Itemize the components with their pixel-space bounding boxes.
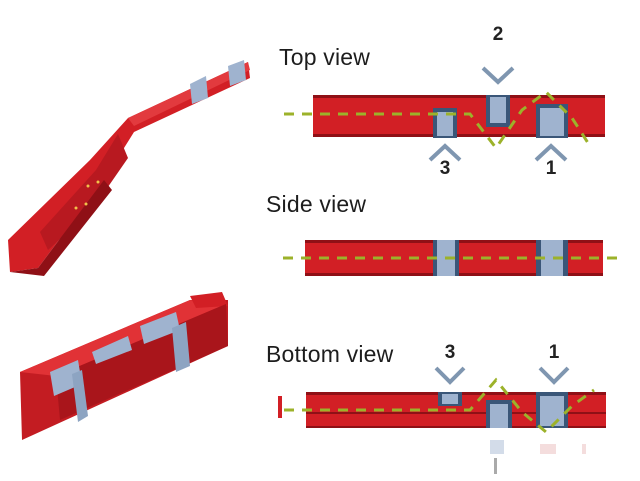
bottom-view-title: Bottom view — [266, 341, 394, 367]
top-view-title: Top view — [279, 44, 371, 70]
rail-3d-model-lower — [20, 292, 228, 440]
bottom-view-centerline — [284, 377, 595, 435]
bottom-view-ghost-marks — [490, 440, 586, 474]
bottom-marker-number: 1 — [548, 342, 560, 363]
chevron-down-icon — [481, 66, 515, 85]
top-view-beam — [313, 95, 605, 138]
top-marker-number: 2 — [492, 24, 504, 45]
chevron-up-icon — [534, 143, 568, 162]
chevron-down-icon — [538, 366, 570, 385]
side-view-title: Side view — [266, 191, 367, 217]
top-marker-number: 1 — [545, 158, 557, 179]
chevron-up-icon — [428, 143, 462, 162]
top-marker-number: 3 — [439, 158, 451, 179]
rail-3d-model-upper — [8, 60, 250, 276]
bottom-marker-number: 3 — [444, 342, 456, 363]
top-view-centerline — [284, 90, 592, 151]
chevron-down-icon — [434, 366, 466, 385]
